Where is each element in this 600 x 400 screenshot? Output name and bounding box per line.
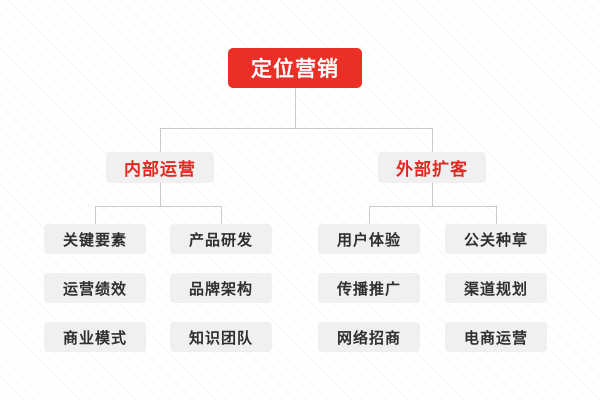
- connector-right-col4-drop: [496, 206, 497, 224]
- root-node[interactable]: 定位营销: [228, 48, 362, 88]
- leaf-node[interactable]: 传播推广: [318, 273, 420, 303]
- leaf-node[interactable]: 知识团队: [170, 322, 272, 352]
- leaf-node[interactable]: 商业模式: [44, 322, 146, 352]
- connector-root-stem: [295, 88, 296, 128]
- connector-left-col2-drop: [221, 206, 222, 224]
- leaf-node[interactable]: 公关种草: [445, 224, 547, 254]
- leaf-node[interactable]: 关键要素: [44, 224, 146, 254]
- leaf-node[interactable]: 运营绩效: [44, 273, 146, 303]
- connector-right-stem: [432, 183, 433, 206]
- connector-right-col3-drop: [369, 206, 370, 224]
- connector-right-bar: [369, 206, 496, 207]
- connector-root-bar: [160, 128, 432, 129]
- connector-left-bar: [95, 206, 222, 207]
- connector-left-col1-drop: [95, 206, 96, 224]
- leaf-node[interactable]: 用户体验: [318, 224, 420, 254]
- leaf-node[interactable]: 渠道规划: [445, 273, 547, 303]
- leaf-node[interactable]: 品牌架构: [170, 273, 272, 303]
- branch-node-external-expansion[interactable]: 外部扩客: [378, 152, 486, 183]
- leaf-node[interactable]: 产品研发: [170, 224, 272, 254]
- connector-left-stem: [160, 183, 161, 206]
- leaf-node[interactable]: 网络招商: [318, 322, 420, 352]
- branch-node-internal-operations[interactable]: 内部运营: [106, 152, 214, 183]
- connector-branch-right-drop: [432, 128, 433, 152]
- leaf-node[interactable]: 电商运营: [445, 322, 547, 352]
- connector-branch-left-drop: [160, 128, 161, 152]
